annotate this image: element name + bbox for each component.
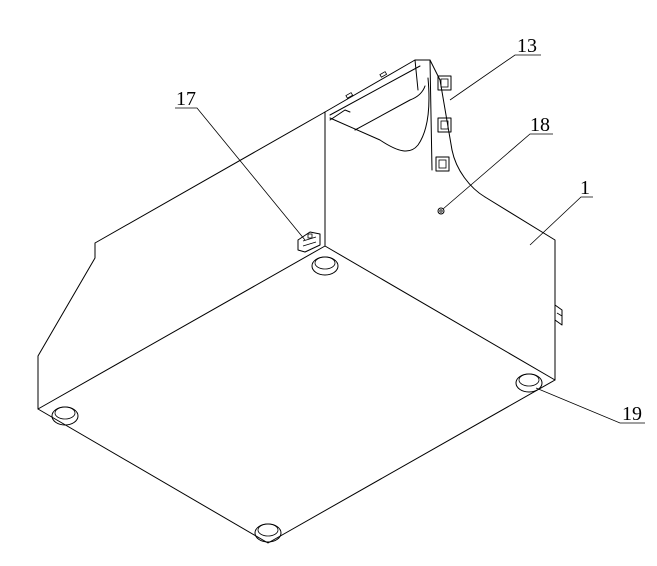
- cradle-curve-inner: [354, 85, 426, 131]
- callout-13: 13: [517, 35, 537, 57]
- leader-18: [442, 133, 553, 210]
- side-latch: [554, 304, 563, 326]
- callout-labels: 13 17 18 1 19: [176, 35, 642, 425]
- leader-17: [175, 107, 306, 241]
- opening-right-wall-inner: [429, 59, 433, 171]
- bracket-17: [297, 231, 321, 253]
- connector-2: [437, 117, 452, 133]
- top-rim-detail: [329, 109, 351, 121]
- top-rim-inner: [329, 65, 421, 116]
- cradle-curve: [329, 77, 430, 152]
- foot-front: [254, 523, 282, 543]
- bottom-face: [37, 245, 556, 544]
- cradle-edge: [414, 59, 419, 91]
- leader-19: [535, 387, 645, 424]
- rim-tick-2: [345, 92, 354, 99]
- callout-1: 1: [580, 177, 590, 199]
- top-rim-back: [324, 59, 441, 113]
- foot-right: [515, 373, 543, 393]
- screw-18: [437, 207, 445, 215]
- leader-13: [449, 54, 541, 101]
- box-body: [37, 111, 556, 544]
- top-opening: [324, 59, 453, 171]
- foot-back: [311, 256, 339, 276]
- connector-block-13: [435, 75, 452, 172]
- callout-19: 19: [622, 403, 642, 425]
- leader-1: [529, 196, 593, 246]
- connector-3: [435, 156, 450, 172]
- left-side-face: [37, 111, 326, 410]
- opening-right-wall: [439, 79, 453, 151]
- callout-18: 18: [530, 114, 550, 136]
- connector-1: [437, 75, 452, 91]
- right-side-face: [484, 196, 556, 381]
- feet-19: [51, 256, 543, 543]
- right-curved-edge: [451, 149, 486, 198]
- rim-tick-1: [379, 71, 388, 78]
- callout-17: 17: [176, 88, 196, 110]
- leader-lines: [175, 54, 645, 424]
- foot-left: [51, 406, 79, 426]
